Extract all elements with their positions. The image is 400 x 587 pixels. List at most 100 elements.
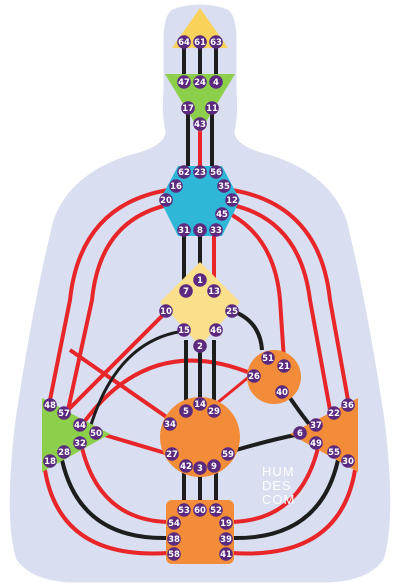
channel-58-18 bbox=[43, 469, 169, 556]
gate-number: 57 bbox=[58, 409, 70, 419]
gate-badge bbox=[193, 273, 207, 287]
gate-7: 7 bbox=[179, 284, 193, 298]
gate-badge bbox=[177, 75, 191, 89]
gate-badge bbox=[205, 101, 219, 115]
gate-badge bbox=[193, 165, 207, 179]
watermark-line-1: HUM bbox=[262, 464, 295, 479]
gate-number: 59 bbox=[222, 450, 234, 460]
channel-16-48 bbox=[48, 188, 169, 401]
channel-39-55 bbox=[231, 459, 340, 541]
gate-10: 10 bbox=[159, 304, 173, 318]
gate-number: 58 bbox=[168, 550, 180, 560]
gate-5: 5 bbox=[179, 404, 193, 418]
gate-60: 60 bbox=[193, 503, 207, 517]
gate-badge bbox=[193, 75, 207, 89]
gate-53: 53 bbox=[177, 503, 191, 517]
solar-plexus-center bbox=[290, 398, 358, 472]
channel-50-27 bbox=[97, 431, 173, 457]
gate-29: 29 bbox=[207, 404, 221, 418]
gate-37: 37 bbox=[309, 418, 323, 432]
gate-55: 55 bbox=[327, 445, 341, 459]
watermark-line-2: DES bbox=[262, 478, 292, 493]
gate-badge bbox=[221, 447, 235, 461]
gate-badge bbox=[179, 284, 193, 298]
channel-57-10 bbox=[66, 308, 170, 412]
gate-badge bbox=[179, 459, 193, 473]
gate-38: 38 bbox=[167, 532, 181, 546]
gate-11: 11 bbox=[205, 101, 219, 115]
gate-57: 57 bbox=[57, 406, 71, 420]
gate-badge bbox=[309, 418, 323, 432]
gate-number: 32 bbox=[74, 439, 86, 449]
gate-badge bbox=[167, 516, 181, 530]
gate-number: 45 bbox=[216, 210, 228, 220]
gate-badge bbox=[219, 532, 233, 546]
gate-number: 41 bbox=[220, 550, 232, 560]
gate-badge bbox=[43, 398, 57, 412]
gate-badge bbox=[247, 369, 261, 383]
gate-badge bbox=[167, 547, 181, 561]
gate-number: 3 bbox=[197, 464, 203, 474]
gate-number: 43 bbox=[194, 120, 206, 130]
gate-number: 13 bbox=[208, 287, 220, 297]
gate-badge bbox=[73, 418, 87, 432]
gate-36: 36 bbox=[341, 398, 355, 412]
gate-badge bbox=[193, 35, 207, 49]
gate-badge bbox=[293, 426, 307, 440]
gate-number: 22 bbox=[328, 409, 340, 419]
gate-17: 17 bbox=[181, 101, 195, 115]
gate-6: 6 bbox=[293, 426, 307, 440]
gate-badge bbox=[57, 445, 71, 459]
gate-badge bbox=[177, 165, 191, 179]
gate-number: 4 bbox=[213, 78, 219, 88]
gate-badge bbox=[57, 406, 71, 420]
gate-28: 28 bbox=[57, 445, 71, 459]
channel-19-49 bbox=[231, 447, 320, 524]
gate-badge bbox=[179, 404, 193, 418]
gate-number: 64 bbox=[178, 38, 190, 48]
gate-badge bbox=[219, 547, 233, 561]
gate-badge bbox=[277, 359, 291, 373]
gate-number: 7 bbox=[183, 287, 189, 297]
gate-number: 5 bbox=[183, 407, 189, 417]
gate-15: 15 bbox=[177, 323, 191, 337]
gate-41: 41 bbox=[219, 547, 233, 561]
gate-2: 2 bbox=[193, 339, 207, 353]
gate-22: 22 bbox=[327, 406, 341, 420]
gate-badge bbox=[159, 193, 173, 207]
gate-badge bbox=[193, 339, 207, 353]
gate-badge bbox=[341, 454, 355, 468]
gate-number: 31 bbox=[178, 226, 190, 236]
gate-badge bbox=[165, 447, 179, 461]
gate-badge bbox=[209, 35, 223, 49]
gate-badge bbox=[177, 35, 191, 49]
gate-47: 47 bbox=[177, 75, 191, 89]
gate-40: 40 bbox=[275, 385, 289, 399]
gate-badge bbox=[169, 179, 183, 193]
gate-number: 39 bbox=[220, 535, 232, 545]
gate-number: 56 bbox=[210, 168, 222, 178]
gate-number: 53 bbox=[178, 506, 190, 516]
gate-3: 3 bbox=[193, 461, 207, 475]
gate-number: 34 bbox=[164, 420, 176, 430]
gate-25: 25 bbox=[225, 304, 239, 318]
gate-number: 10 bbox=[160, 307, 172, 317]
gate-badge bbox=[225, 193, 239, 207]
g-center bbox=[160, 262, 240, 346]
gate-number: 37 bbox=[310, 421, 322, 431]
gate-badge bbox=[327, 406, 341, 420]
gate-badge bbox=[163, 417, 177, 431]
channel-20-57 bbox=[66, 203, 169, 411]
gate-number: 61 bbox=[194, 38, 206, 48]
gate-number: 14 bbox=[194, 400, 206, 410]
gate-badge bbox=[209, 323, 223, 337]
gate-number: 51 bbox=[262, 354, 274, 364]
gate-43: 43 bbox=[193, 117, 207, 131]
gate-number: 36 bbox=[342, 401, 354, 411]
gate-badge bbox=[193, 117, 207, 131]
gate-number: 38 bbox=[168, 535, 180, 545]
gate-number: 24 bbox=[194, 78, 206, 88]
gate-badge bbox=[177, 223, 191, 237]
sacral-center bbox=[160, 397, 240, 477]
